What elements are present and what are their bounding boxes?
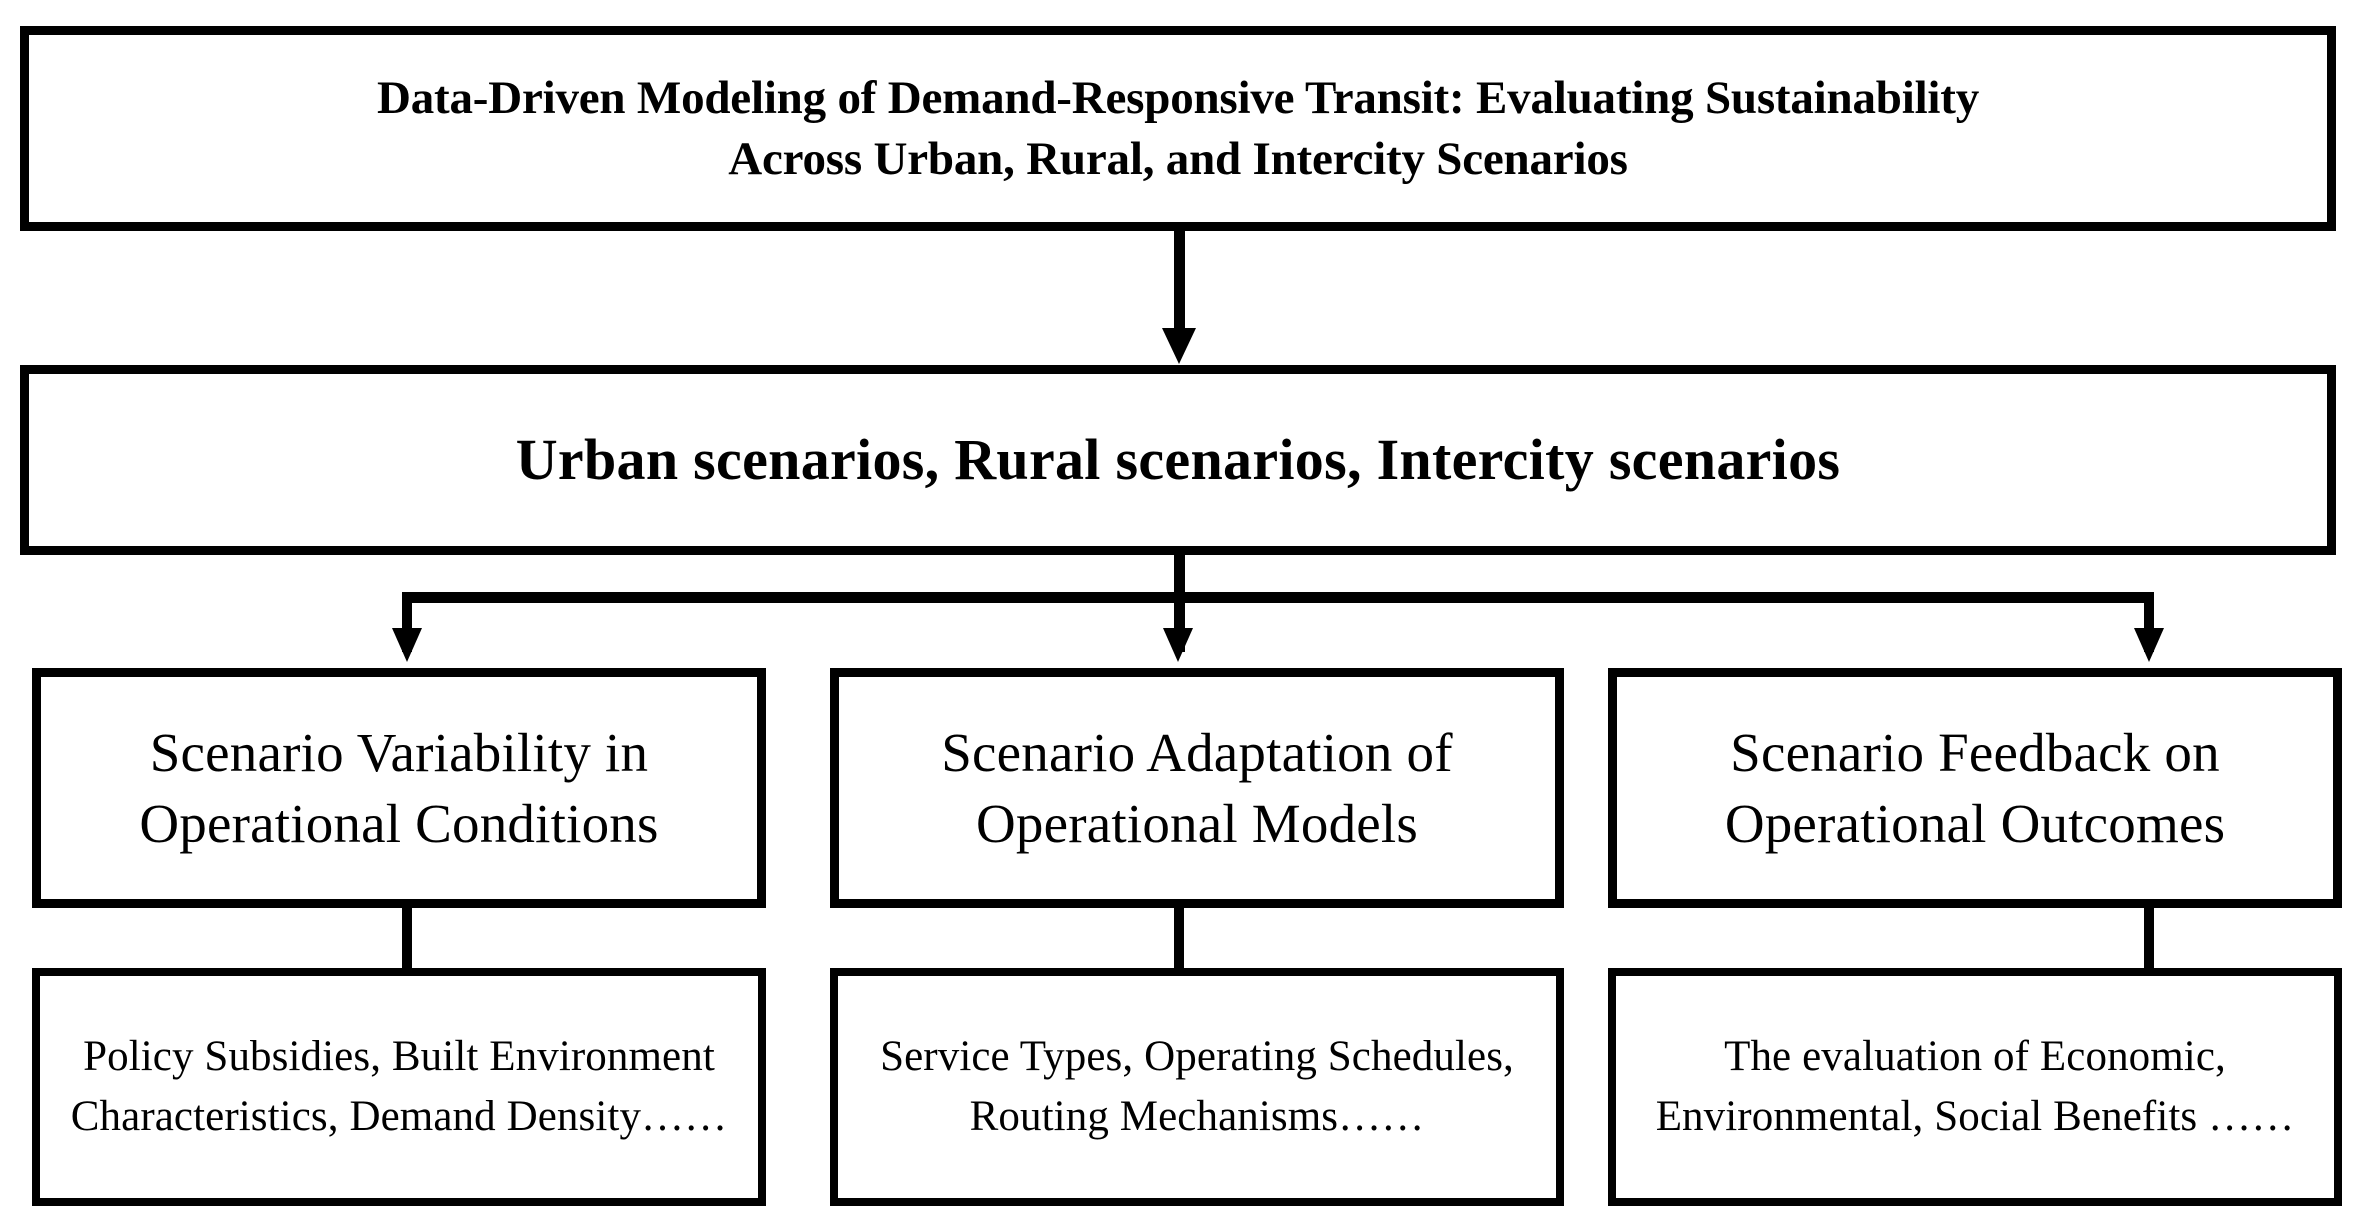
connector-drop-left xyxy=(402,592,412,652)
connector-title-to-scenarios xyxy=(1174,228,1185,332)
scenarios-node: Urban scenarios, Rural scenarios, Interc… xyxy=(20,365,2336,555)
arrowhead-down-icon xyxy=(392,628,422,662)
branch-detail-text-3: The evaluation of Economic, Environmenta… xyxy=(1655,1032,2295,1140)
connector-branch-3-to-detail xyxy=(2144,904,2154,972)
connector-branch-1-to-detail xyxy=(402,904,412,972)
branch-detail-text-1: Policy Subsidies, Built Environment Char… xyxy=(70,1032,728,1140)
branch-heading-text-1: Scenario Variability in Operational Cond… xyxy=(139,721,659,855)
branch-heading-text-3: Scenario Feedback on Operational Outcome… xyxy=(1724,721,2226,855)
branch-detail-node-1: Policy Subsidies, Built Environment Char… xyxy=(32,968,766,1206)
title-node: Data-Driven Modeling of Demand-Responsiv… xyxy=(20,26,2336,231)
arrowhead-down-icon xyxy=(2134,628,2164,662)
branch-heading-text-2: Scenario Adaptation of Operational Model… xyxy=(941,721,1453,855)
connector-scenarios-stem xyxy=(1174,550,1185,598)
branch-detail-text-2: Service Types, Operating Schedules, Rout… xyxy=(880,1032,1514,1140)
scenarios-node-text: Urban scenarios, Rural scenarios, Interc… xyxy=(515,426,1841,492)
arrowhead-down-icon xyxy=(1162,328,1196,364)
branch-detail-node-2: Service Types, Operating Schedules, Rout… xyxy=(830,968,1564,1206)
connector-drop-right xyxy=(2144,592,2154,652)
connector-drop-middle xyxy=(1174,592,1185,652)
branch-heading-node-2: Scenario Adaptation of Operational Model… xyxy=(830,668,1564,908)
arrowhead-down-icon xyxy=(1163,628,1193,662)
branch-heading-node-1: Scenario Variability in Operational Cond… xyxy=(32,668,766,908)
branch-heading-node-3: Scenario Feedback on Operational Outcome… xyxy=(1608,668,2342,908)
connector-distributor-bar xyxy=(402,592,2154,603)
title-node-text: Data-Driven Modeling of Demand-Responsiv… xyxy=(376,72,1980,185)
connector-branch-2-to-detail xyxy=(1174,904,1184,972)
branch-detail-node-3: The evaluation of Economic, Environmenta… xyxy=(1608,968,2342,1206)
